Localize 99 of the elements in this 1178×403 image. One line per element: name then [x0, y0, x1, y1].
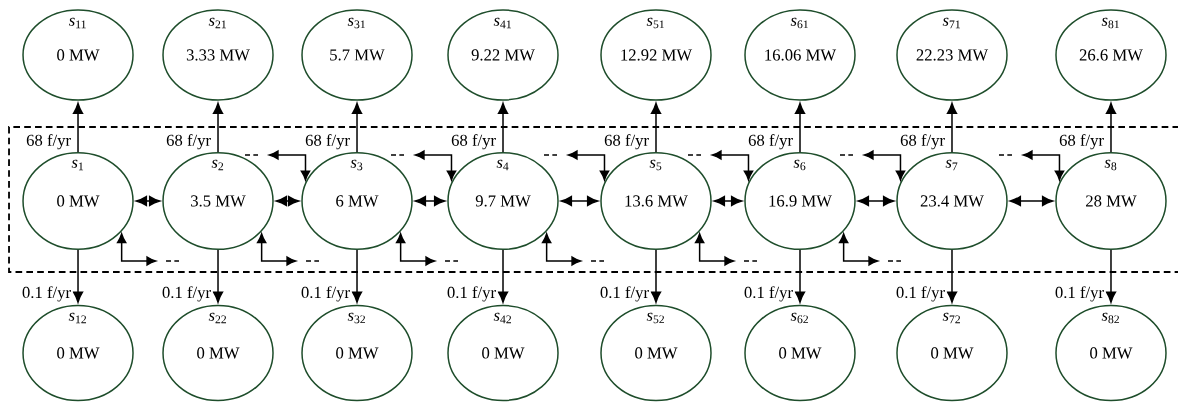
edge-label: 0.1 f/yr: [894, 284, 947, 304]
loop-arrow: [414, 150, 457, 181]
node-label: s$_{62}$: [790, 312, 808, 324]
edge-label: 68 f/yr: [1057, 132, 1106, 151]
loop-arrow: [541, 233, 582, 266]
arrow: [72, 249, 84, 303]
loop-arrow: [863, 150, 906, 181]
arrow: [1009, 195, 1054, 207]
arrow: [946, 102, 958, 153]
node-label: s$_{21}$: [208, 17, 226, 29]
edge-label: 0.1 f/yr: [299, 284, 352, 304]
arrow: [857, 195, 895, 207]
arrow: [794, 249, 806, 303]
node-label: s$_{71}$: [942, 17, 960, 29]
arrow: [351, 102, 363, 153]
node-label: s$_{41}$: [493, 17, 511, 29]
node-label: 12.92 MW: [621, 49, 693, 61]
node-label: 6 MW: [336, 195, 379, 207]
arrow: [351, 249, 363, 303]
edge-label: 68 f/yr: [449, 132, 498, 151]
arrow: [72, 102, 84, 153]
loop-arrow: [694, 233, 735, 266]
node-label: 16.9 MW: [769, 195, 832, 207]
arrow: [414, 195, 446, 207]
loop-arrow: [838, 233, 879, 266]
node-label: s$_{52}$: [646, 312, 664, 324]
arrow: [212, 102, 224, 153]
node-label: s$_{82}$: [1101, 312, 1119, 324]
node-label: s$_{8}$: [1104, 159, 1117, 171]
node-label: s$_{22}$: [208, 312, 227, 324]
node-label: s$_{4}$: [496, 159, 509, 171]
loop-arrow: [268, 150, 311, 181]
edge-label: 0.1 f/yr: [20, 284, 73, 304]
arrow: [650, 102, 662, 153]
node-label: 0 MW: [931, 347, 974, 359]
node-label: 23.4 MW: [920, 195, 984, 207]
arrow: [135, 195, 161, 207]
edge-label: 68 f/yr: [746, 132, 795, 151]
arrow: [275, 195, 300, 207]
node-label: 0 MW: [336, 347, 379, 359]
node-label: s$_{7}$: [945, 159, 958, 171]
arrow: [650, 249, 662, 303]
loop-arrow: [256, 233, 297, 266]
node-label: 0 MW: [779, 347, 822, 359]
edge-label: 0.1 f/yr: [598, 284, 651, 304]
node-label: 28 MW: [1086, 195, 1137, 207]
node-label: 16.06 MW: [765, 49, 837, 61]
node-label: 26.6 MW: [1079, 49, 1143, 61]
node-label: s$_{32}$: [347, 312, 366, 324]
edge-label: 0.1 f/yr: [1053, 284, 1106, 304]
node-label: s$_{1}$: [71, 159, 84, 171]
edge-label: 68 f/yr: [898, 132, 947, 151]
edge-label: 68 f/yr: [602, 132, 651, 151]
node-label: s$_{12}$: [68, 312, 87, 324]
node-label: 0 MW: [635, 347, 678, 359]
node-label: s$_{2}$: [211, 159, 224, 171]
node-label: 0 MW: [482, 347, 525, 359]
node-label: 0 MW: [57, 195, 100, 207]
arrow: [1105, 249, 1117, 303]
edge-label: 0.1 f/yr: [445, 284, 498, 304]
node-label: 13.6 MW: [625, 195, 688, 207]
node-label: 0 MW: [1090, 347, 1133, 359]
node-label: 22.23 MW: [916, 49, 989, 61]
loop-arrow: [1022, 150, 1065, 181]
loop-arrow: [711, 150, 754, 181]
arrow: [713, 195, 743, 207]
node-label: s$_{81}$: [1101, 17, 1119, 29]
node-label: s$_{51}$: [646, 17, 664, 29]
node-label: s$_{11}$: [68, 17, 86, 29]
loop-arrow: [567, 150, 610, 181]
node-label: 5.7 MW: [330, 49, 385, 61]
node-label: 0 MW: [57, 49, 100, 61]
node-label: s$_{72}$: [942, 312, 960, 324]
node-label: 0 MW: [57, 347, 100, 359]
node-label: s$_{42}$: [493, 312, 512, 324]
edge-label: 68 f/yr: [303, 132, 352, 151]
arrow: [212, 249, 224, 303]
node-label: 0 MW: [197, 347, 240, 359]
node-label: s$_{5}$: [649, 159, 662, 171]
arrow: [946, 249, 958, 303]
node-label: 3.33 MW: [186, 49, 250, 61]
loop-arrow: [395, 233, 436, 266]
node-label: s$_{6}$: [793, 159, 806, 171]
node-label: 3.5 MW: [191, 195, 246, 207]
arrow: [1105, 102, 1117, 153]
arrow: [497, 102, 509, 153]
node-label: 9.7 MW: [475, 195, 531, 207]
node-label: s$_{3}$: [350, 159, 363, 171]
edge-label: 0.1 f/yr: [160, 284, 213, 304]
node-label: s$_{31}$: [347, 17, 365, 29]
arrow: [794, 102, 806, 153]
arrow: [497, 249, 509, 303]
edge-label: 68 f/yr: [24, 132, 73, 151]
loop-arrow: [116, 233, 157, 266]
node-label: 9.22 MW: [471, 49, 535, 61]
edge-label: 0.1 f/yr: [742, 284, 795, 304]
node-label: s$_{61}$: [790, 17, 808, 29]
edge-label: 68 f/yr: [164, 132, 213, 151]
arrow: [560, 195, 599, 207]
